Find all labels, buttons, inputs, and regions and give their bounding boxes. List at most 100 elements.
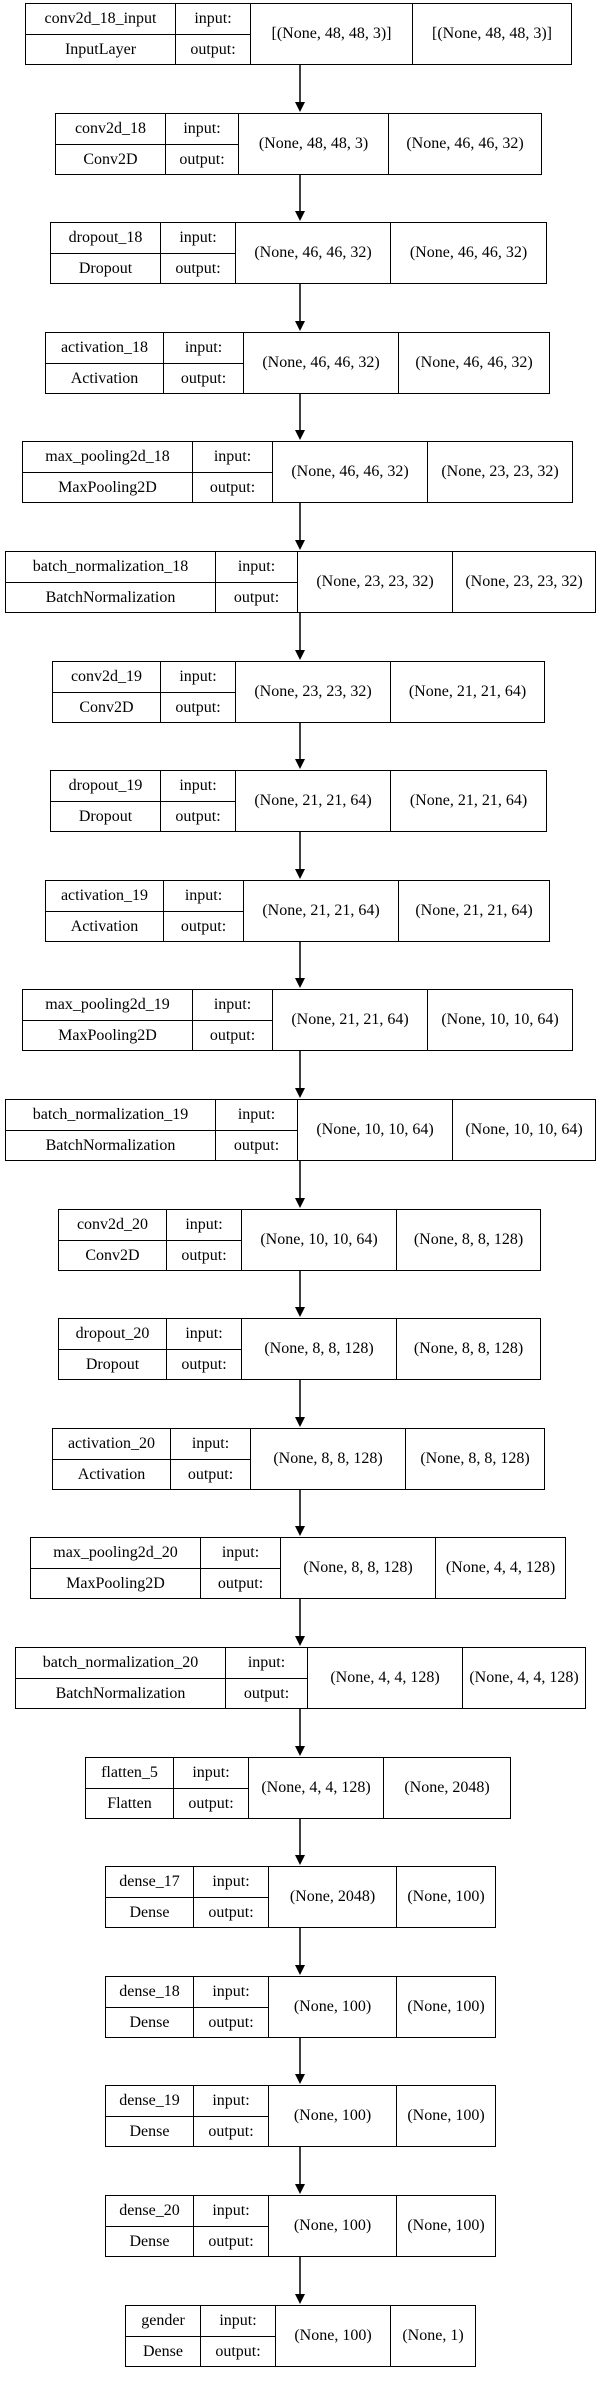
output-shape: (None, 23, 23, 32)	[427, 441, 573, 503]
arrow-head	[295, 430, 305, 440]
arrow-head	[295, 1417, 305, 1427]
layer-type: Dense	[105, 2007, 194, 2038]
output-port-label: output:	[215, 1130, 298, 1161]
input-port-label: input:	[215, 551, 298, 583]
output-port-label: output:	[193, 1897, 269, 1928]
input-shape: (None, 100)	[275, 2305, 391, 2367]
arrow-head	[295, 650, 305, 660]
input-shape: (None, 8, 8, 128)	[280, 1537, 436, 1599]
layer-name: batch_normalization_19	[5, 1099, 216, 1131]
output-port-label: output:	[160, 253, 236, 284]
input-shape: (None, 100)	[268, 1976, 397, 2038]
layer-type: Dense	[125, 2336, 201, 2367]
arrow-head	[295, 1307, 305, 1317]
output-port-label: output:	[166, 1349, 242, 1380]
input-port-label: input:	[163, 880, 244, 912]
input-shape: (None, 100)	[268, 2195, 397, 2257]
output-port-label: output:	[200, 2336, 276, 2367]
input-port-label: input:	[193, 1976, 269, 2008]
output-port-label: output:	[166, 1240, 242, 1271]
output-shape: (None, 21, 21, 64)	[390, 661, 545, 723]
input-port-label: input:	[165, 113, 239, 145]
input-port-label: input:	[160, 222, 236, 254]
layer-name: activation_18	[45, 332, 164, 364]
layer-name: max_pooling2d_18	[22, 441, 193, 473]
input-shape: (None, 10, 10, 64)	[241, 1209, 397, 1271]
arrow-head	[295, 869, 305, 879]
input-shape: (None, 23, 23, 32)	[235, 661, 391, 723]
layer-name: max_pooling2d_20	[30, 1537, 201, 1569]
output-shape: (None, 4, 4, 128)	[435, 1537, 566, 1599]
input-port-label: input:	[160, 661, 236, 693]
output-port-label: output:	[215, 582, 298, 613]
output-shape: (None, 8, 8, 128)	[405, 1428, 545, 1490]
output-port-label: output:	[193, 2226, 269, 2257]
input-port-label: input:	[200, 2305, 276, 2337]
layer-name: gender	[125, 2305, 201, 2337]
output-port-label: output:	[175, 34, 251, 65]
output-shape: (None, 21, 21, 64)	[398, 880, 550, 942]
input-shape: (None, 2048)	[268, 1866, 397, 1928]
layer-name: batch_normalization_18	[5, 551, 216, 583]
output-port-label: output:	[163, 911, 244, 942]
input-shape: (None, 10, 10, 64)	[297, 1099, 453, 1161]
output-shape: (None, 46, 46, 32)	[388, 113, 542, 175]
layer-name: conv2d_18_input	[25, 3, 176, 35]
layer-type: MaxPooling2D	[30, 1568, 201, 1599]
input-port-label: input:	[193, 2085, 269, 2117]
output-shape: (None, 10, 10, 64)	[427, 989, 573, 1051]
input-shape: (None, 21, 21, 64)	[243, 880, 399, 942]
layer-type: Dense	[105, 2226, 194, 2257]
layer-name: max_pooling2d_19	[22, 989, 193, 1021]
output-port-label: output:	[225, 1678, 308, 1709]
output-shape: (None, 100)	[396, 1866, 496, 1928]
arrow-head	[295, 2294, 305, 2304]
output-port-label: output:	[165, 144, 239, 175]
input-shape: (None, 100)	[268, 2085, 397, 2147]
layer-type: Dropout	[58, 1349, 167, 1380]
arrow-head	[295, 2074, 305, 2084]
input-shape: (None, 23, 23, 32)	[297, 551, 453, 613]
input-shape: (None, 48, 48, 3)	[238, 113, 389, 175]
output-port-label: output:	[192, 1020, 273, 1051]
arrow-head	[295, 1526, 305, 1536]
layer-type: Activation	[52, 1459, 171, 1490]
input-port-label: input:	[166, 1209, 242, 1241]
output-shape: (None, 8, 8, 128)	[396, 1318, 541, 1380]
layer-type: Dropout	[50, 801, 161, 832]
input-shape: (None, 46, 46, 32)	[272, 441, 428, 503]
output-shape: (None, 8, 8, 128)	[396, 1209, 541, 1271]
arrow-head	[295, 1198, 305, 1208]
input-port-label: input:	[192, 441, 273, 473]
layer-type: Dropout	[50, 253, 161, 284]
output-port-label: output:	[193, 2007, 269, 2038]
input-shape: [(None, 48, 48, 3)]	[250, 3, 413, 65]
layer-name: dense_18	[105, 1976, 194, 2008]
layer-name: dense_20	[105, 2195, 194, 2227]
arrow-head	[295, 540, 305, 550]
layer-name: dense_17	[105, 1866, 194, 1898]
layer-type: Activation	[45, 363, 164, 394]
layer-name: flatten_5	[85, 1757, 174, 1789]
layer-type: BatchNormalization	[5, 582, 216, 613]
layer-type: InputLayer	[25, 34, 176, 65]
output-port-label: output:	[200, 1568, 281, 1599]
arrow-head	[295, 1636, 305, 1646]
layer-name: conv2d_20	[58, 1209, 167, 1241]
input-shape: (None, 46, 46, 32)	[243, 332, 399, 394]
input-port-label: input:	[225, 1647, 308, 1679]
layer-type: Dense	[105, 2116, 194, 2147]
